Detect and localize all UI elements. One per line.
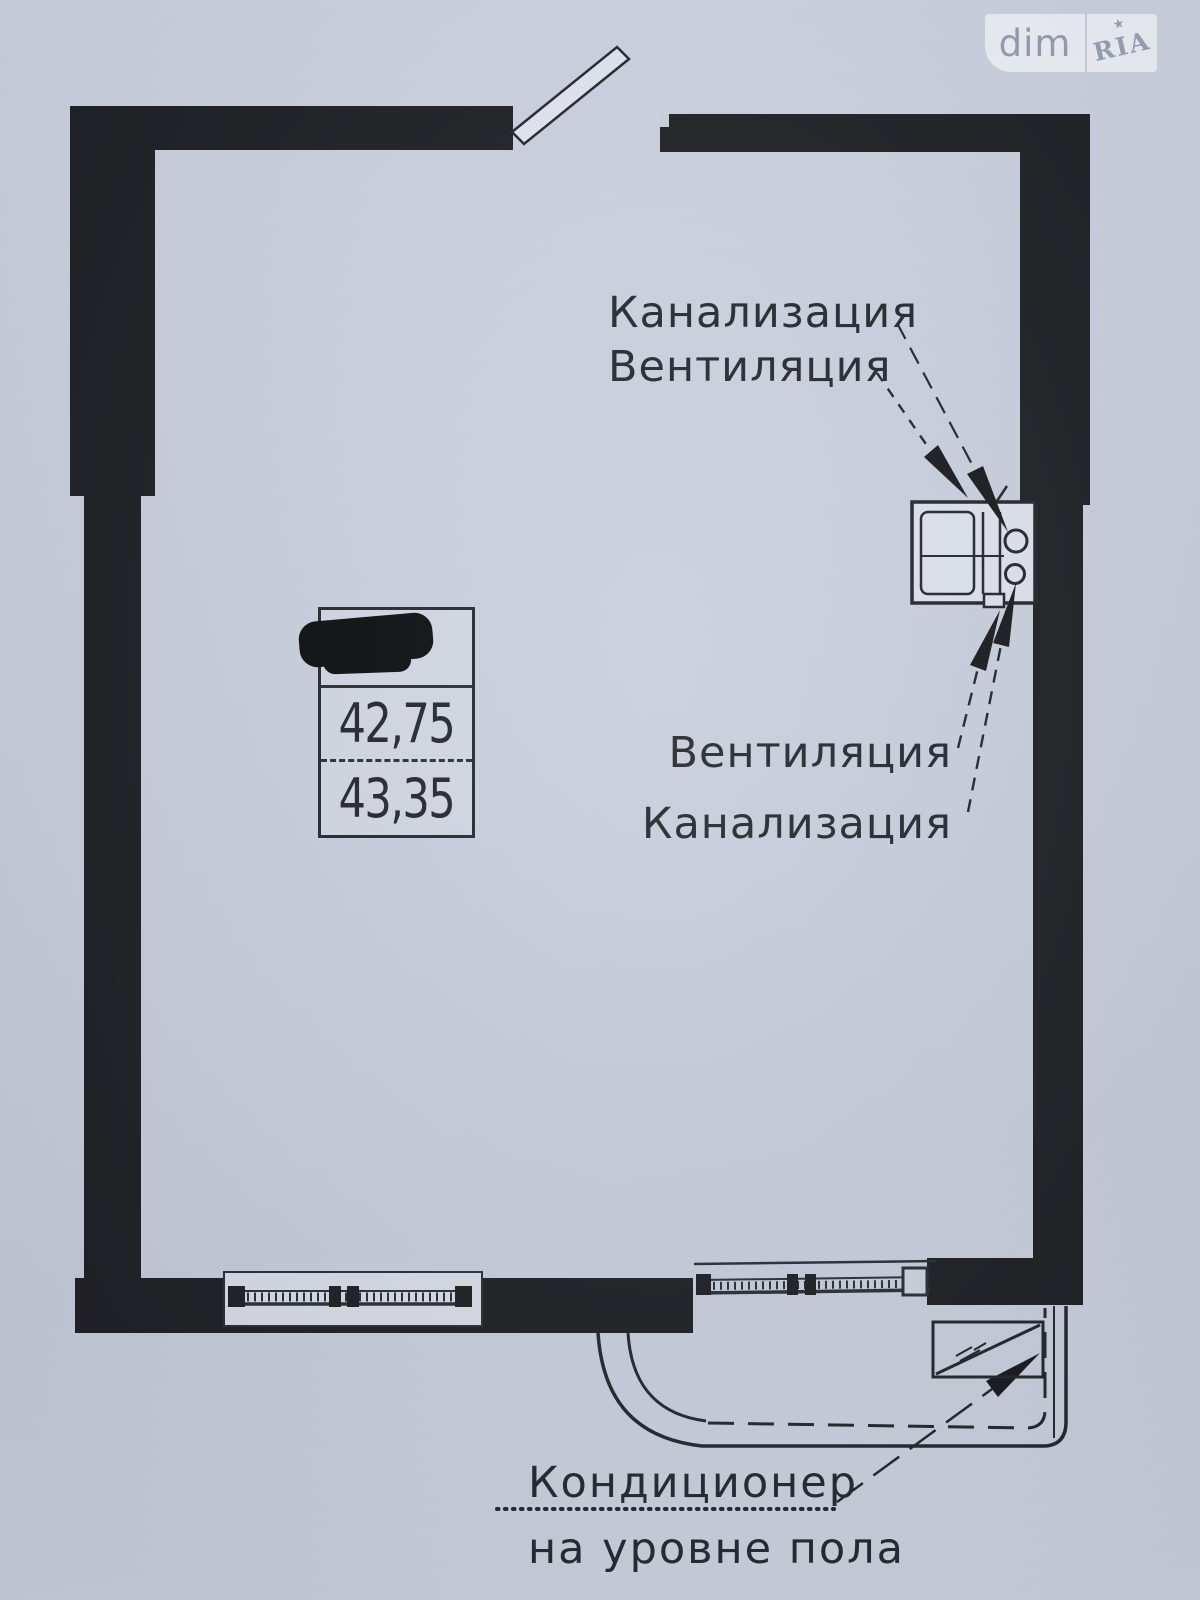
- total-area-value: 43,35: [338, 766, 456, 830]
- label-sewage-top: Канализация: [608, 288, 919, 338]
- wall-top-right: [660, 114, 1090, 152]
- logo-dim-text: dim: [985, 14, 1085, 72]
- area-table-row-redacted: [297, 610, 472, 688]
- label-ventilation-top: Вентиляция: [608, 342, 892, 392]
- wall-notch: [660, 114, 669, 127]
- walls: [70, 106, 1090, 1333]
- leader-vent-top: [876, 372, 931, 451]
- leader-vent-mid: [956, 667, 980, 749]
- drain-connection-bottom: [1004, 563, 1026, 585]
- logo-divider: [1085, 14, 1087, 72]
- area-table: 42,75 43,35: [297, 607, 475, 838]
- wall-right-lower: [1033, 505, 1083, 1305]
- label-sewage-mid: Канализация: [641, 799, 952, 849]
- area-table-row-total-area: 43,35: [321, 762, 472, 834]
- sink-bowl: [919, 510, 976, 596]
- redaction-blob: [299, 634, 337, 666]
- arrowhead-icon: [967, 466, 1008, 532]
- window-bottom-middle: [693, 1259, 937, 1297]
- drain-connection-top: [1003, 528, 1029, 554]
- label-ventilation-mid: Вентиляция: [668, 728, 952, 778]
- redaction-scribble: [297, 611, 459, 681]
- window-bottom-left: [223, 1271, 483, 1327]
- arrowhead-icon: [986, 1353, 1040, 1397]
- sink-fixture: [910, 485, 1037, 609]
- ac-scribble-mark: [955, 1342, 987, 1362]
- logo-ria-block: ★ RIA: [1087, 14, 1157, 72]
- label-ac-line1: Кондиционер: [528, 1458, 859, 1508]
- arrowhead-icon: [993, 583, 1016, 647]
- dim-ria-logo: dim ★ RIA: [985, 14, 1157, 72]
- ac-unit-box: [931, 1320, 1045, 1379]
- arrowhead-icon: [924, 445, 968, 498]
- arrowhead-icon: [970, 610, 1000, 671]
- wall-right-upper: [1020, 114, 1090, 505]
- wall-left-lower: [84, 496, 141, 1333]
- redaction-blob: [322, 641, 412, 675]
- balcony-outline: [596, 1306, 1068, 1448]
- wall-bottom-right: [927, 1258, 1083, 1305]
- window-frame-posts: [228, 1286, 472, 1307]
- leader-lines: [495, 322, 1040, 1511]
- logo-ria-text: RIA: [1090, 25, 1154, 67]
- label-ac-line2: на уровне пола: [528, 1524, 906, 1574]
- leader-sewage-mid: [966, 644, 1003, 813]
- area-table-row-living-area: 42,75: [321, 688, 472, 762]
- wall-left-upper: [70, 106, 155, 496]
- drain-tab: [982, 592, 1006, 609]
- living-area-value: 42,75: [338, 692, 456, 755]
- door-leaf: [510, 45, 631, 146]
- window-frame-posts: [696, 1274, 816, 1295]
- window-end-cap: [901, 1266, 929, 1297]
